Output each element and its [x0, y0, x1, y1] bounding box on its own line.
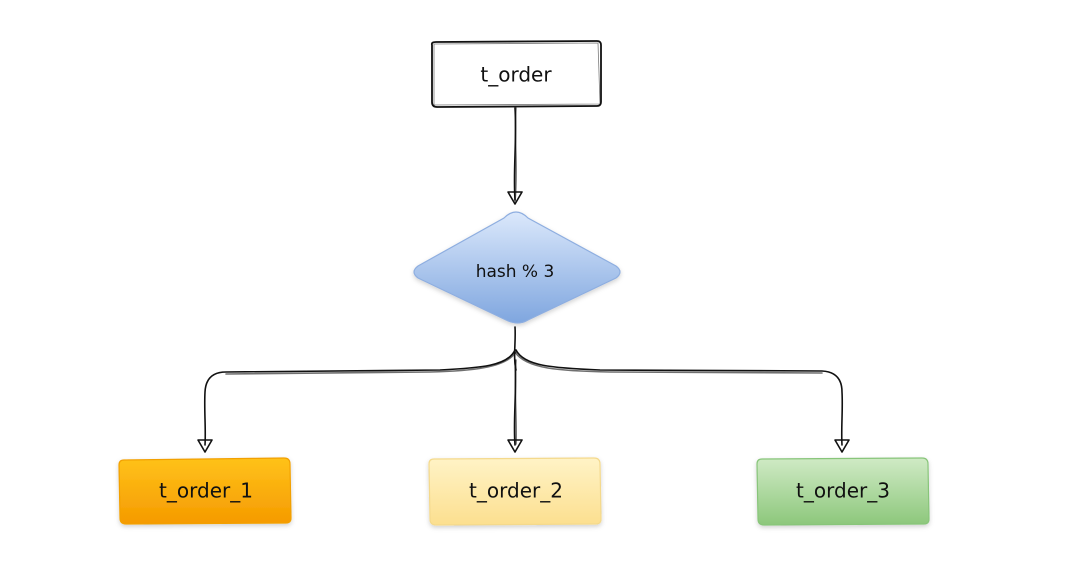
source-node-label: t_order	[480, 63, 552, 87]
branch-connectors	[197, 326, 850, 453]
target-node-3	[756, 457, 930, 526]
target-node-1	[118, 457, 292, 525]
decision-node-label: hash % 3	[476, 262, 555, 282]
arrow-source-to-decision	[507, 107, 523, 205]
decision-node	[413, 211, 621, 324]
target-node-2	[428, 457, 602, 526]
target-node-1-label: t_order_1	[159, 479, 253, 503]
source-node: t_order	[430, 40, 602, 108]
target-node-2-label: t_order_2	[469, 479, 563, 503]
target-node-3-label: t_order_3	[796, 479, 890, 503]
